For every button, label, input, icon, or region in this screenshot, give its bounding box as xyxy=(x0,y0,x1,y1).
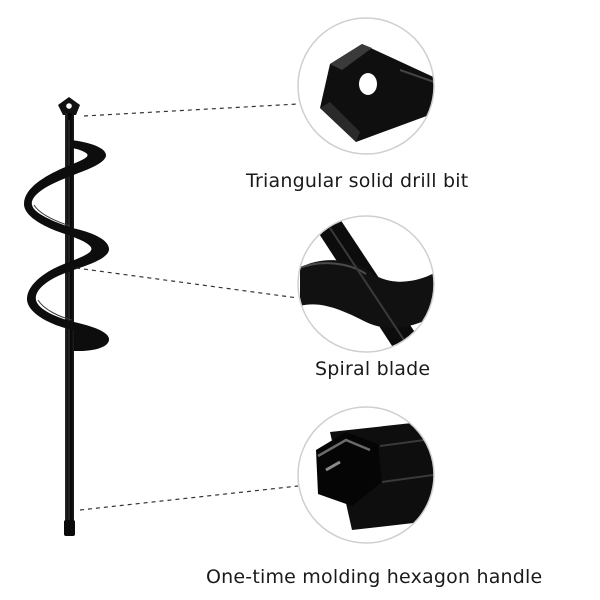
leader-line-bit xyxy=(83,103,299,117)
feature-label-spiral-blade: Spiral blade xyxy=(315,358,431,380)
auger-drill xyxy=(24,97,110,536)
leader-lines xyxy=(75,103,299,511)
spiral-flights xyxy=(24,140,110,351)
drill-bit-tip-closeup-icon xyxy=(297,17,435,155)
leader-line-handle xyxy=(79,485,299,511)
auger-tip-hole xyxy=(66,103,72,109)
auger-handle-end xyxy=(64,520,75,536)
hexagon-handle-closeup-icon xyxy=(297,406,435,544)
feature-label-hexagon-handle: One-time molding hexagon handle xyxy=(206,566,543,588)
feature-label-drill-bit: Triangular solid drill bit xyxy=(246,170,469,192)
spiral-blade-closeup-icon xyxy=(297,215,435,353)
leader-line-blade xyxy=(75,267,299,299)
